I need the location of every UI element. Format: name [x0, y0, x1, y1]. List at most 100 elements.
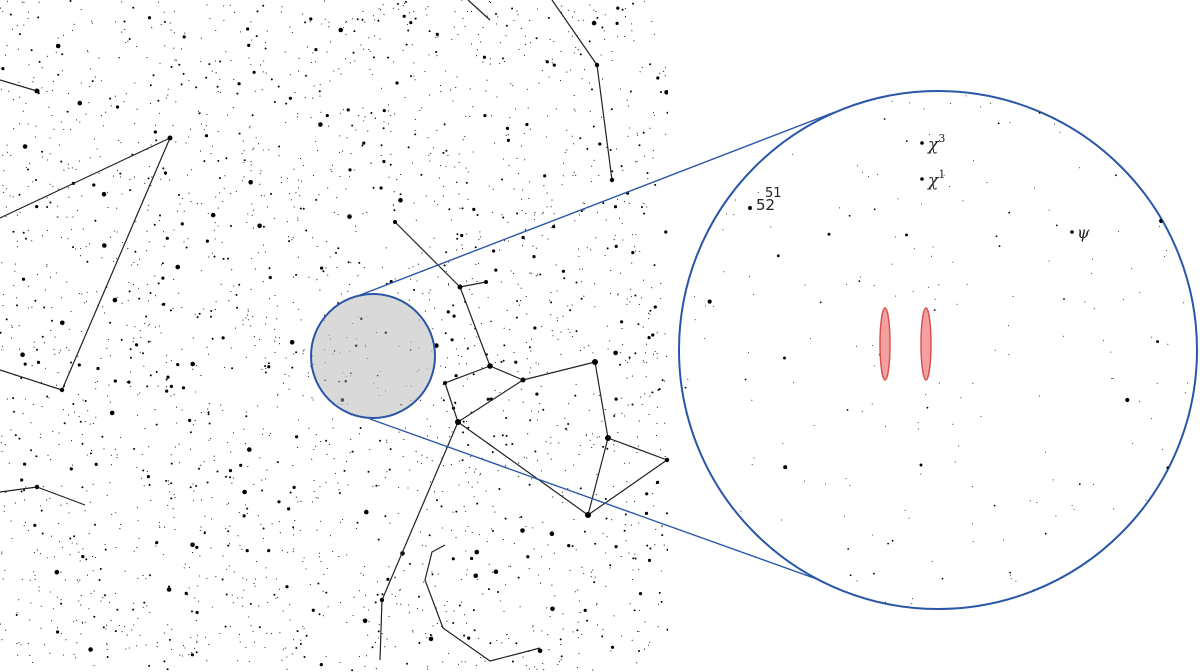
star: [11, 326, 13, 328]
star: [499, 62, 501, 64]
star: [1084, 301, 1086, 303]
star: [364, 565, 366, 567]
star: [588, 345, 590, 347]
star: [450, 219, 452, 221]
star: [721, 167, 723, 169]
star: [123, 101, 125, 103]
star: [21, 578, 23, 580]
star: [517, 370, 519, 373]
star: [340, 293, 343, 295]
star: [137, 577, 139, 579]
star: [576, 667, 579, 669]
star: [480, 657, 482, 659]
star: [631, 375, 633, 377]
star: [623, 415, 626, 417]
star: [913, 248, 915, 250]
star: [88, 608, 90, 610]
star: [550, 442, 552, 444]
star: [471, 486, 473, 488]
star: [582, 19, 584, 21]
star: [61, 546, 63, 548]
star: [120, 142, 122, 144]
star: [433, 404, 435, 406]
star: [636, 630, 639, 632]
star: [170, 482, 173, 485]
star: [634, 246, 636, 248]
star: [136, 46, 138, 48]
star: [104, 548, 107, 551]
star: [552, 63, 556, 67]
red-ellipse-marker-icon[interactable]: [879, 307, 932, 381]
marker-right[interactable]: [920, 307, 932, 381]
star: [783, 465, 788, 470]
star: [186, 174, 188, 176]
star: [143, 365, 145, 367]
marker-left[interactable]: [879, 307, 891, 381]
star: [129, 189, 132, 192]
star: [106, 347, 108, 349]
star: [154, 409, 156, 411]
magnifier-circle-icon[interactable]: [310, 293, 436, 419]
star: [431, 391, 434, 394]
star: [105, 643, 108, 645]
star: [770, 226, 772, 228]
star: [440, 165, 442, 167]
star: [590, 571, 592, 573]
star: [452, 100, 454, 102]
star: [223, 19, 225, 21]
star: [498, 488, 501, 490]
star: [73, 411, 76, 413]
star: [664, 333, 666, 335]
star: [247, 465, 249, 467]
star: [379, 439, 382, 442]
star: [114, 448, 117, 450]
star: [231, 367, 234, 370]
star: [253, 336, 255, 338]
star: [350, 375, 352, 377]
star: [160, 332, 162, 334]
star: [278, 588, 281, 590]
star: [58, 523, 60, 525]
zoom-connector-bottom: [369, 418, 826, 583]
star: [617, 432, 619, 434]
star: [295, 435, 299, 439]
star: [747, 548, 749, 550]
star: [1, 345, 3, 347]
star: [80, 82, 82, 84]
star: [575, 383, 577, 386]
star: [262, 428, 264, 430]
star: [571, 16, 574, 18]
star: [606, 447, 609, 450]
zoom-connector-top: [354, 111, 836, 298]
zoom-source-circle[interactable]: [310, 293, 436, 419]
star: [419, 109, 421, 111]
star: [211, 337, 214, 340]
star: [246, 27, 250, 31]
star: [1151, 336, 1153, 338]
star: [288, 375, 290, 377]
star: [140, 337, 142, 339]
star: [444, 367, 447, 369]
star: [700, 480, 702, 482]
star: [185, 142, 187, 144]
star: [442, 661, 444, 663]
star: [433, 200, 436, 202]
star: [41, 67, 43, 69]
star: [883, 118, 886, 120]
star: [980, 106, 982, 108]
star: [332, 550, 334, 553]
star: [287, 236, 290, 238]
star: [472, 106, 474, 108]
star: [751, 399, 753, 401]
star: [434, 307, 436, 309]
star: [637, 568, 639, 570]
star: [245, 646, 247, 649]
star: [545, 441, 547, 443]
star: [241, 597, 243, 599]
star: [32, 403, 34, 406]
star: [259, 183, 261, 185]
star: [262, 225, 265, 228]
star: [245, 356, 247, 358]
star: [2, 304, 4, 307]
star: [362, 10, 364, 12]
